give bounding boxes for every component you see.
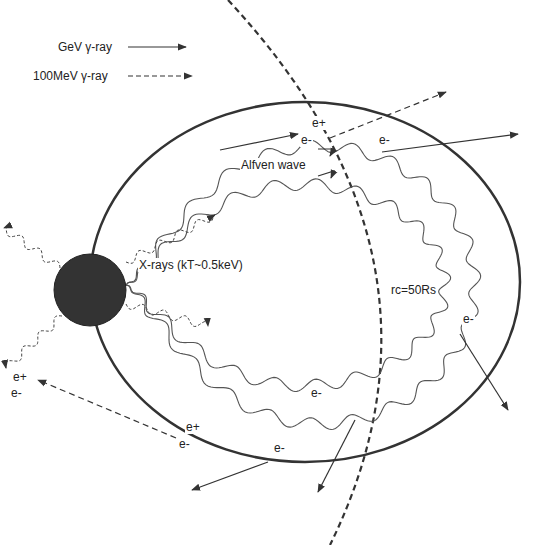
alfven-field-lines — [125, 140, 481, 429]
field-line-wave — [125, 179, 451, 392]
particle-label: e+ — [311, 116, 327, 130]
particle-label: e- — [10, 386, 23, 400]
mev-sample-arrow — [128, 75, 192, 76]
mev-ray-arrow — [330, 92, 446, 138]
annotation-label: rc=50Rs — [390, 283, 437, 297]
particle-label: e- — [378, 133, 391, 147]
particle-label: e- — [300, 133, 313, 147]
field-line-wave — [125, 140, 481, 429]
legend-text: 100MeV γ-ray — [32, 69, 109, 83]
annotation-label: Alfven wave — [240, 158, 307, 172]
particle-label: e- — [273, 441, 286, 455]
mev-ray-arrow — [38, 380, 176, 438]
electron-arrow — [318, 420, 355, 492]
particle-label: e+ — [12, 370, 28, 384]
particle-label: e+ — [185, 420, 201, 434]
particle-label: e- — [462, 312, 475, 326]
x-ray-arrow — [126, 215, 215, 263]
light-cylinder — [228, 0, 381, 545]
x-ray-arrows — [4, 215, 215, 368]
x-ray-arrow — [4, 227, 60, 268]
legend-text: GeV γ-ray — [57, 40, 113, 54]
gev-ray-arrow — [382, 134, 518, 152]
electron-arrow — [460, 334, 508, 410]
outer-gap-boundary — [90, 102, 520, 462]
x-ray-arrow — [126, 304, 208, 326]
particle-label: e- — [310, 386, 323, 400]
particle-label: e- — [178, 437, 191, 451]
wave-direction-mark — [318, 171, 334, 178]
wave-direction-mark — [318, 149, 334, 156]
x-ray-arrow — [6, 316, 62, 368]
gev-sample-arrow — [128, 46, 186, 47]
annotation-label: X-rays (kT~0.5keV) — [138, 258, 244, 272]
gev-ray-arrow — [192, 462, 268, 490]
neutron-star — [54, 254, 126, 326]
gev-ray-arrow — [220, 134, 298, 150]
